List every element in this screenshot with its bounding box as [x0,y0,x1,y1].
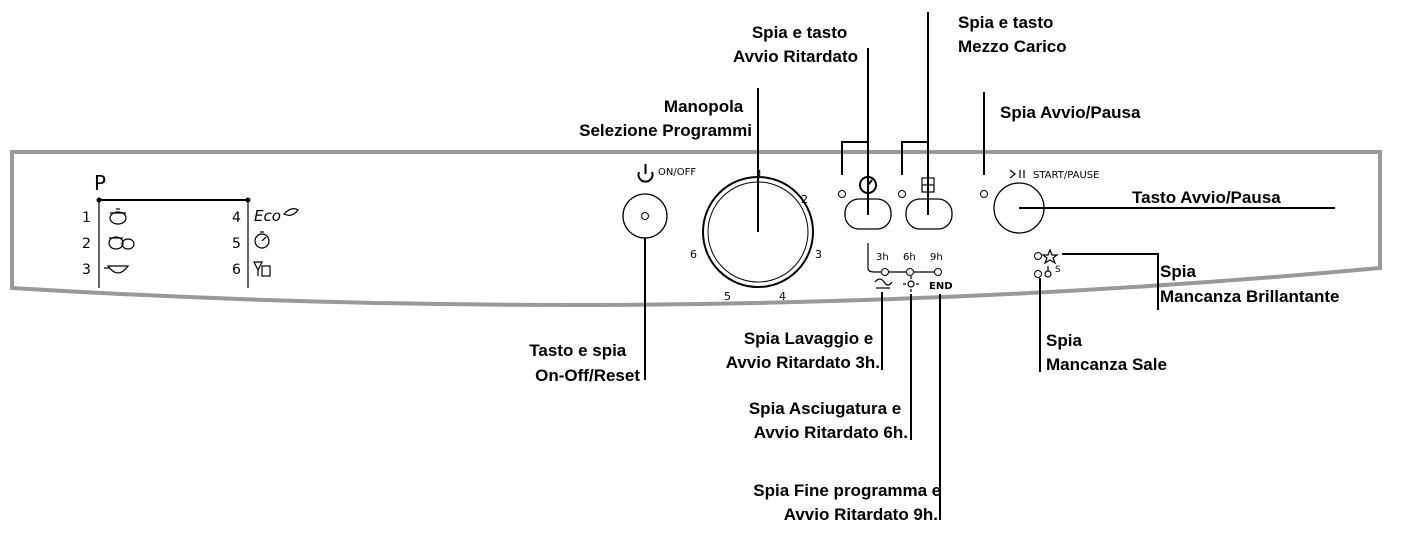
rinse-aid-led [1034,252,1042,260]
delay-3h-led [881,268,889,276]
onoff-led [641,212,649,220]
program-number-1: 1 [82,210,91,226]
panel-outline [10,150,1382,307]
pots-icon [108,236,135,250]
program-number-5: 5 [232,236,241,252]
power-icon [637,164,654,183]
delay-3h-label: 3h [876,252,889,263]
callout-spia-tasto-mezzo-carico: Spia e tasto Mezzo Carico [958,13,1067,56]
program-number-2: 2 [82,236,91,252]
delay-9h-label: 9h [930,252,943,263]
glasses-icon [253,261,271,277]
dial-number-2: 2 [801,193,808,206]
salt-superscript: S [1055,265,1061,275]
timer-icon [254,231,270,249]
dial-number-1: 1 [756,168,763,181]
pot-icon [109,208,127,225]
rinse-aid-icon [1041,248,1059,265]
callout-spia-sale: Spia Mancanza Sale [1046,331,1167,374]
program-number-4: 4 [232,210,241,226]
delay-6h-label: 6h [903,252,916,263]
program-number-6: 6 [232,262,241,278]
callout-tasto-onoff: Tasto e spia On-Off/Reset [529,341,640,385]
callout-spia-brillantante: Spia Mancanza Brillantante [1160,262,1340,306]
svg-text:Eco: Eco [254,207,281,225]
salt-led [1034,270,1042,278]
callout-spia-avvio-pausa: Spia Avvio/Pausa [1000,103,1141,122]
dry-icon [903,276,919,292]
delay-9h-led [934,268,942,276]
leader-lines [644,12,1335,520]
callout-spia-tasto-avvio-ritardato: Spia e tasto Avvio Ritardato [733,23,858,66]
callout-tasto-avvio-pausa: Tasto Avvio/Pausa [1132,188,1281,207]
dial-number-4: 4 [779,290,786,303]
onoff-label: ON/OFF [658,167,696,178]
callout-manopola: Manopola Selezione Programmi [579,97,752,140]
dial-number-3: 3 [815,248,822,261]
program-p-label: P [94,171,106,195]
callout-spia-asciugatura: Spia Asciugatura e Avvio Ritardato 6h. [749,399,908,442]
start-pause-icon [1009,169,1025,179]
half-load-led [898,190,906,198]
callout-spia-fine: Spia Fine programma e Avvio Ritardato 9h… [753,481,946,524]
start-pause-led [980,190,988,198]
dial-number-6: 6 [690,248,697,261]
end-label: END [929,281,953,292]
delay-6h-led [906,268,914,276]
callout-spia-lavaggio: Spia Lavaggio e Avvio Ritardato 3h. [726,329,880,372]
delay-start-led [838,190,846,198]
wash-icon [874,278,893,289]
salt-icon [1044,266,1052,278]
dial-number-5: 5 [724,290,731,303]
bowl-icon [104,265,130,274]
eco-icon: Eco [254,207,299,225]
program-number-3: 3 [82,262,91,278]
start-pause-label: START/PAUSE [1033,170,1099,181]
